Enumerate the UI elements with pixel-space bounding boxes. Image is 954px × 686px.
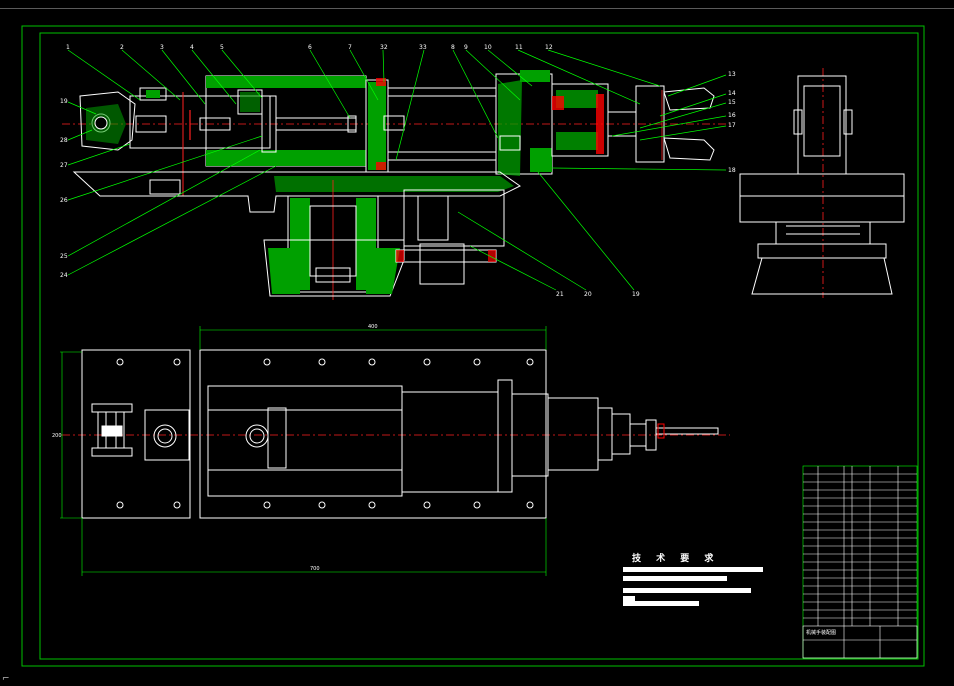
front-section-view [62,70,730,300]
part-number-2: 2 [120,44,124,51]
part-number-10: 10 [484,44,492,51]
part-numbers: 1 2 3 4 5 6 7 32 33 8 9 10 11 12 13 14 1… [60,44,736,298]
title-block-name: 机械手装配图 [806,629,836,636]
side-view [739,68,905,298]
part-number-17: 17 [728,122,736,129]
tech-note-line-1 [623,567,763,572]
part-number-bottom-19: 19 [632,291,640,298]
inner-frame [39,32,919,660]
dim-top: 400 [368,324,378,330]
part-number-26: 26 [60,197,68,204]
part-number-13: 13 [728,71,736,78]
part-number-16: 16 [728,112,736,119]
part-number-left-19: 19 [60,98,68,105]
bolt-holes [116,358,534,509]
outer-frame [21,25,925,667]
plan-view [60,326,730,576]
part-number-20: 20 [584,291,592,298]
parts-list-table [802,465,918,659]
part-number-14: 14 [728,90,736,97]
tech-note-line-3 [623,588,751,593]
tech-note-line-5 [623,601,699,606]
part-number-3: 3 [160,44,164,51]
part-number-18: 18 [728,167,736,174]
window-top-strip [0,0,954,9]
part-number-8: 8 [451,44,455,51]
tech-requirements-title: 技 术 要 求 [632,554,720,564]
tech-note-line-2 [623,576,727,581]
part-number-32: 32 [380,44,388,51]
part-number-1: 1 [66,44,70,51]
ucs-icon: ⌐ [2,674,10,684]
part-number-21: 21 [556,291,564,298]
part-number-24: 24 [60,272,68,279]
part-number-5: 5 [220,44,224,51]
dim-bottom: 700 [310,566,320,572]
part-number-4: 4 [190,44,194,51]
part-number-28: 28 [60,137,68,144]
part-number-11: 11 [515,44,523,51]
part-number-15: 15 [728,99,736,106]
tech-note-line-4 [623,596,635,601]
part-number-7: 7 [348,44,352,51]
part-number-33: 33 [419,44,427,51]
part-number-6: 6 [308,44,312,51]
dim-left: 200 [52,433,62,439]
part-number-12: 12 [545,44,553,51]
part-number-9: 9 [464,44,468,51]
part-number-27: 27 [60,162,68,169]
dimension-lines [60,326,547,576]
leader-lines [67,49,727,291]
part-number-25: 25 [60,253,68,260]
